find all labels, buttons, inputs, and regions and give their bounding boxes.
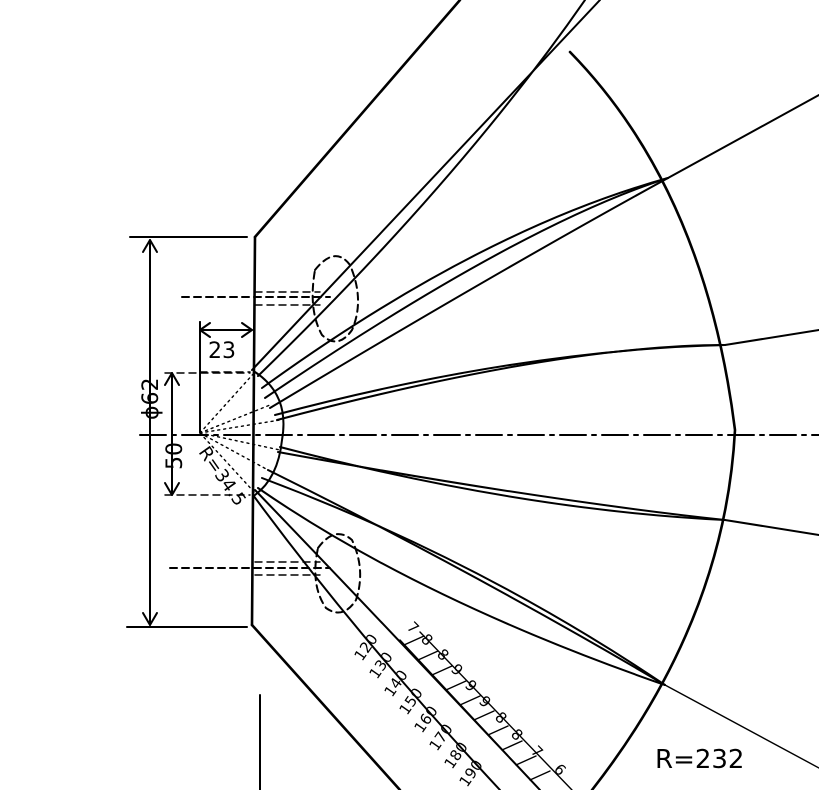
scale-value-labels: 7 8 8 9 9 9 8 8 7 6 (403, 618, 569, 779)
scale-value-label: 7 (403, 618, 422, 637)
mounting-holes (169, 255, 362, 614)
construction-rays (199, 371, 281, 494)
body-outline (126, 0, 462, 790)
inner-dome (254, 371, 285, 496)
dim-height-label: ϕ62 (139, 377, 164, 420)
scale-value-label: 9 (475, 692, 494, 711)
horn-channels (251, 0, 819, 790)
dim-depth-label: 23 (208, 339, 236, 364)
dim-small-radius-label: R=34.5 (194, 443, 250, 510)
scale-ladder (399, 631, 573, 790)
dim-inner-label: 50 (163, 442, 188, 470)
dimension-lines (142, 239, 253, 626)
dim-large-radius-label: R=232 (655, 745, 744, 775)
scale-value-label: 8 (507, 725, 526, 744)
outer-arc (568, 50, 737, 790)
